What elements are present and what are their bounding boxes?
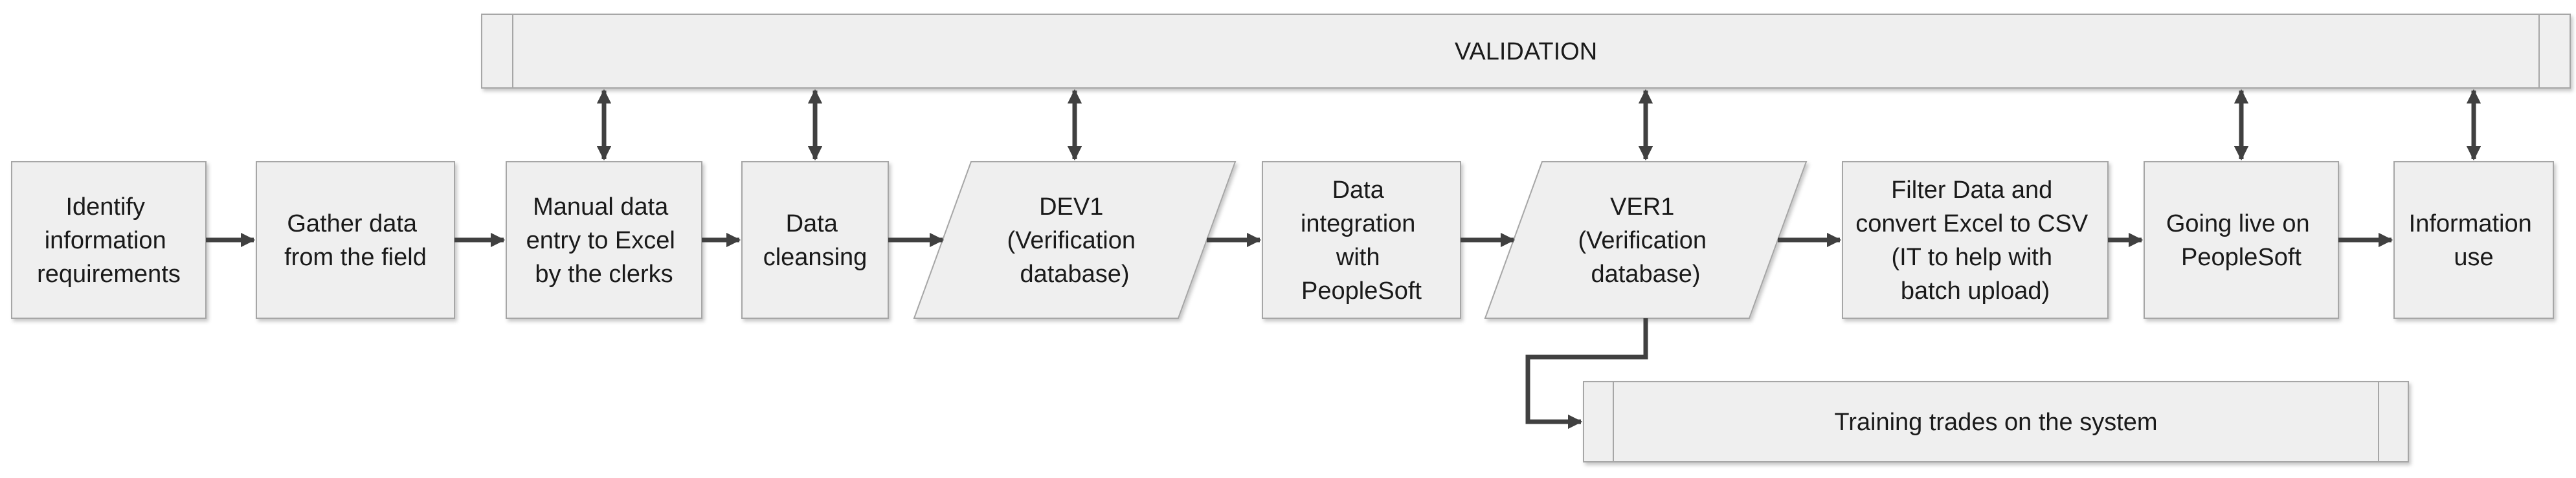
step-dev1: DEV1 (Verification database)	[913, 161, 1237, 319]
arrow-ver1-to-training	[1525, 318, 1648, 429]
validation-label: VALIDATION	[1455, 38, 1597, 65]
step-information-use: Information use	[2393, 161, 2554, 319]
training-label: Training trades on the system	[1834, 409, 2157, 436]
step-going-live-label: Going live on PeopleSoft	[2166, 210, 2316, 271]
step-ver1: VER1 (Verification database)	[1484, 161, 1808, 319]
training-bar: Training trades on the system	[1583, 381, 2409, 462]
validation-connectors	[596, 89, 2481, 161]
step-gather: Gather data from the field	[256, 161, 455, 319]
step-information-use-label: Information use	[2409, 210, 2539, 271]
step-going-live: Going live on PeopleSoft	[2144, 161, 2339, 319]
step-integration: Data integration with PeopleSoft	[1262, 161, 1461, 319]
step-identify-label: Identify information requirements	[37, 193, 181, 288]
step-gather-label: Gather data from the field	[284, 210, 427, 271]
flow-arrows	[206, 232, 2393, 429]
step-cleansing-label: Data cleansing	[763, 210, 868, 271]
step-integration-label: Data integration with PeopleSoft	[1301, 177, 1422, 305]
step-filter-label: Filter Data and convert Excel to CSV (IT…	[1855, 177, 2095, 305]
step-cleansing: Data cleansing	[741, 161, 889, 319]
step-filter: Filter Data and convert Excel to CSV (IT…	[1842, 161, 2109, 319]
validation-bar: VALIDATION	[481, 14, 2571, 89]
step-manual-entry-label: Manual data entry to Excel by the clerks	[526, 193, 682, 288]
step-ver1-label: VER1 (Verification database)	[1578, 193, 1713, 288]
step-dev1-label: DEV1 (Verification database)	[1007, 193, 1142, 288]
step-manual-entry: Manual data entry to Excel by the clerks	[506, 161, 702, 319]
step-identify: Identify information requirements	[11, 161, 207, 319]
